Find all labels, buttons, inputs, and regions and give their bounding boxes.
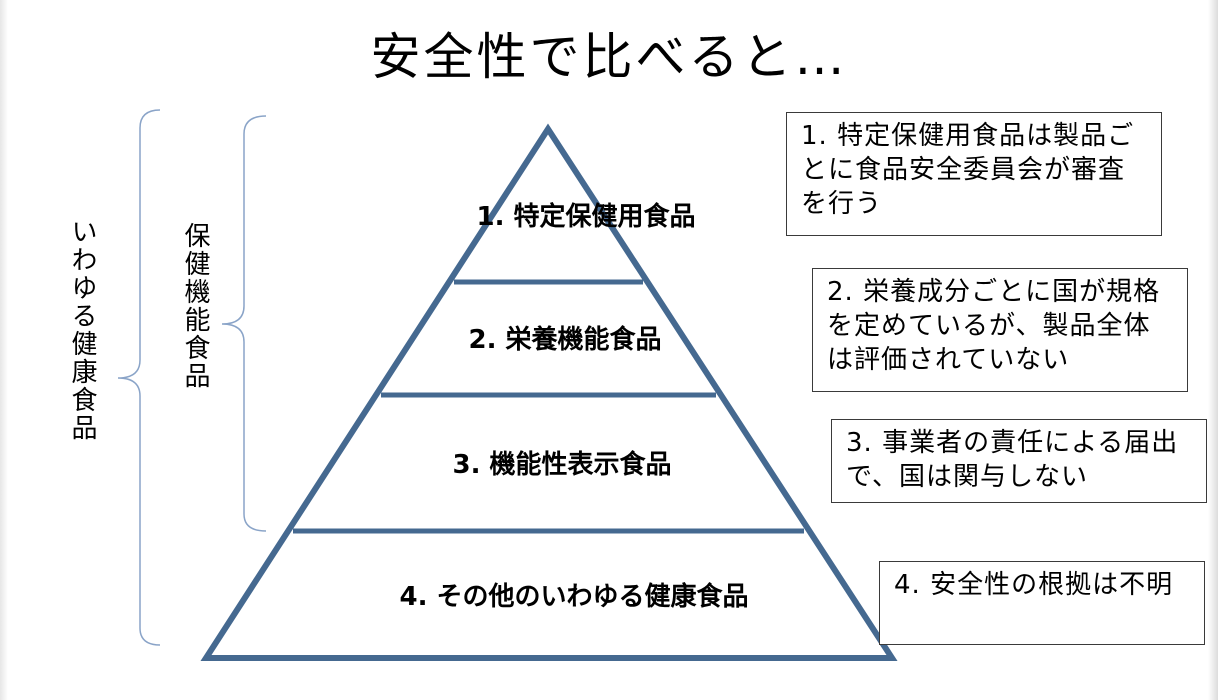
slide-left-shadow (0, 0, 8, 700)
note-box-3: 3. 事業者の責任による届出で、国は関与しない (831, 419, 1207, 503)
label-iwayuru-kenko-shokuhin: いわゆる健康食品 (67, 218, 97, 442)
tier-label-2: 2. 栄養機能食品 (468, 325, 662, 355)
inner-bracket (221, 115, 267, 532)
note-box-4: 4. 安全性の根拠は不明 (879, 561, 1205, 645)
outer-bracket (117, 109, 161, 646)
slide-right-shadow (1208, 0, 1218, 700)
label-hoken-kino-shokuhin: 保健機能食品 (180, 222, 210, 390)
slide-title: 安全性で比べると… (370, 28, 848, 86)
tier-label-4: 4. その他のいわゆる健康食品 (399, 582, 749, 612)
tier-label-1: 1. 特定保健用食品 (476, 202, 696, 232)
tier-label-3: 3. 機能性表示食品 (452, 450, 672, 480)
note-box-1: 1. 特定保健用食品は製品ごとに食品安全委員会が審査を行う (786, 112, 1162, 236)
note-box-2: 2. 栄養成分ごとに国が規格を定めているが、製品全体は評価されていない (812, 268, 1188, 392)
